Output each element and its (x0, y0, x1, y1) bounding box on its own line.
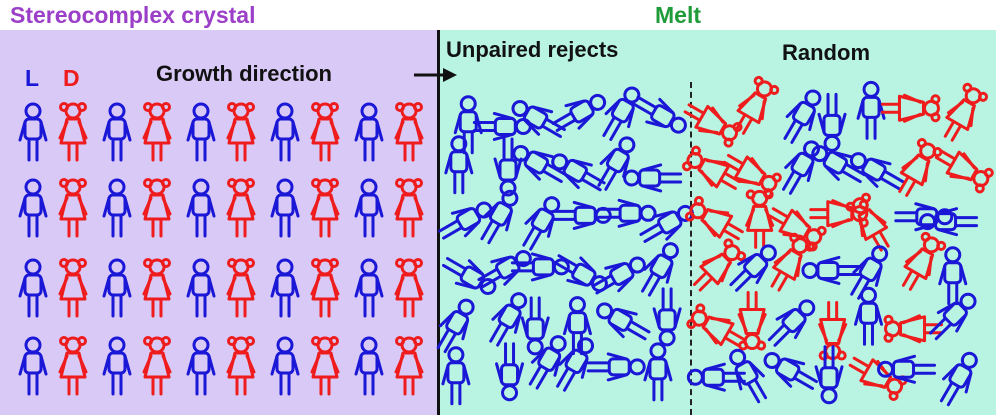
D-figure-icon (727, 74, 781, 140)
L-figure-icon (520, 296, 550, 356)
L-figure-icon (922, 285, 984, 347)
L-figure-icon (354, 258, 384, 318)
stereocomplex-crystal-title: Stereocomplex crystal (10, 2, 256, 28)
crystal-melt-boundary (437, 30, 440, 415)
D-figure-icon (226, 258, 256, 318)
D-figure-icon (890, 136, 945, 202)
D-figure-icon (394, 258, 424, 318)
D-figure-icon (745, 189, 775, 249)
L-figure-icon (552, 200, 612, 230)
L-figure-icon (761, 292, 823, 354)
D-figure-icon (58, 102, 88, 162)
L-figure-icon (18, 178, 48, 238)
L-label: L (25, 65, 40, 91)
D-figure-icon (394, 102, 424, 162)
L-figure-icon (18, 336, 48, 396)
D-figure-icon (310, 178, 340, 238)
D-figure-icon (935, 81, 990, 147)
L-figure-icon (270, 258, 300, 318)
L-figure-icon (844, 144, 909, 198)
D-figure-icon (843, 191, 898, 257)
L-figure-icon (18, 102, 48, 162)
L-figure-icon (354, 336, 384, 396)
L-figure-icon (938, 246, 968, 306)
L-figure-icon (586, 352, 646, 382)
L-figure-icon (721, 343, 775, 408)
L-figure-icon (102, 102, 132, 162)
L-figure-icon (437, 249, 503, 303)
L-figure-icon (433, 193, 499, 248)
D-figure-icon (679, 95, 745, 150)
L-figure-icon (842, 239, 896, 305)
L-figure-icon (594, 80, 649, 146)
unpaired-rejects-label: Unpaired rejects (446, 37, 619, 62)
L-figure-icon (441, 346, 471, 406)
random-label: Random (782, 40, 870, 65)
growth-direction-label: Growth direction (156, 61, 332, 86)
L-figure-icon (757, 344, 823, 398)
D-figure-icon (930, 141, 996, 196)
D-figure-icon (142, 102, 172, 162)
D-figure-icon (58, 258, 88, 318)
D-figure-icon (226, 102, 256, 162)
L-figure-icon (877, 354, 937, 384)
L-figure-icon (627, 87, 693, 142)
L-figure-icon (652, 287, 682, 347)
L-figure-icon (186, 336, 216, 396)
D-figure-icon (737, 291, 767, 351)
L-figure-icon (514, 190, 568, 256)
melt-title: Melt (655, 2, 701, 28)
D-figure-icon (880, 93, 941, 123)
random-region-divider (690, 82, 692, 415)
L-figure-icon (590, 294, 656, 349)
D-figure-icon (58, 178, 88, 238)
L-figure-icon (102, 336, 132, 396)
L-figure-icon (102, 178, 132, 238)
L-figure-icon (354, 102, 384, 162)
L-figure-icon (270, 336, 300, 396)
D-figure-icon (58, 336, 88, 396)
L-figure-icon (354, 178, 384, 238)
L-figure-icon (643, 342, 673, 402)
L-figure-icon (186, 258, 216, 318)
L-figure-icon (453, 95, 483, 155)
D-figure-icon (226, 336, 256, 396)
right-arrow-icon (414, 68, 457, 82)
L-figure-icon (856, 80, 886, 140)
D-figure-icon (310, 258, 340, 318)
L-figure-icon (186, 178, 216, 238)
L-figure-icon (545, 145, 611, 200)
L-figure-icon (481, 286, 535, 352)
D-figure-icon (394, 336, 424, 396)
L-figure-icon (18, 258, 48, 318)
L-figure-icon (817, 92, 847, 152)
L-figure-icon (932, 346, 986, 411)
L-figure-icon (186, 102, 216, 162)
L-figure-icon (495, 342, 525, 402)
D-figure-icon (683, 194, 749, 249)
L-figure-icon (472, 242, 538, 296)
D-figure-icon (142, 258, 172, 318)
L-figure-icon (472, 111, 532, 141)
L-figure-icon (102, 258, 132, 318)
D-figure-icon (142, 178, 172, 238)
L-figure-icon (444, 135, 474, 195)
D-figure-icon (142, 336, 172, 396)
L-figure-icon (801, 255, 861, 285)
D-label: D (63, 65, 80, 91)
D-figure-icon (680, 143, 746, 198)
D-figure-icon (394, 178, 424, 238)
L-figure-icon (270, 102, 300, 162)
L-figure-icon (547, 86, 612, 140)
L-figure-icon (270, 178, 300, 238)
L-figure-icon (623, 163, 683, 193)
D-figure-icon (226, 178, 256, 238)
D-figure-icon (310, 336, 340, 396)
D-figure-icon (310, 102, 340, 162)
